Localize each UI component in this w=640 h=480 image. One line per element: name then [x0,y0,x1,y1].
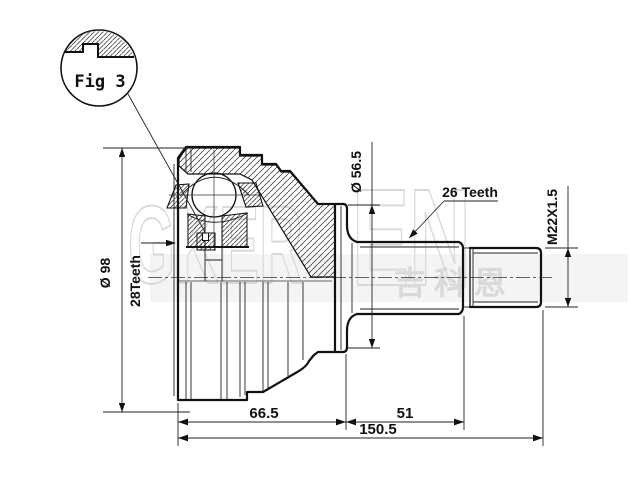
dim-label-housing-length: 66.5 [249,405,278,422]
watermark-text-chinese: 吉科恩 [394,265,514,301]
dim-label-shaft-length: 51 [397,405,414,422]
dim-label-flange-diameter: Ø 56.5 [348,151,364,193]
detail-profile [64,43,134,58]
dim-label-inner-spline: 28Teeth [127,255,143,307]
dim-label-housing-diameter: Ø 98 [97,258,113,289]
dim-label-thread: M22X1.5 [544,189,560,245]
dim-flange-diameter: Ø 56.5 [348,142,380,349]
dim-inner-spline: 28Teeth [127,239,176,307]
fig3-detail: Fig 3 [60,29,206,233]
inner-race-top [186,212,249,223]
watermark-band [150,254,628,302]
fig3-label: Fig 3 [74,72,125,92]
housing-outer-profile-top [176,145,345,284]
dim-housing-diameter: Ø 98 [97,147,190,413]
flange [333,202,359,354]
thread-outline [468,246,543,309]
housing-section [173,145,345,402]
dim-outer-spline: 26 Teeth [408,184,498,239]
watermark-text-latin-2: EN [352,161,471,315]
dim-thread: M22X1.5 [544,186,578,308]
dimensions: Ø 98 28Teeth Ø 56.5 26 Teeth [97,142,578,446]
flange-top-fillet [341,202,359,244]
dim-label-total-length: 150.5 [359,421,397,438]
inner-race-right [221,212,248,248]
fig3-leader-line [127,93,206,233]
housing-outer-profile-bottom [176,280,345,402]
shaft [355,240,543,316]
flange-bottom-fillet [341,312,359,354]
cage-section-right [237,182,264,208]
spline-shaft-outline [355,240,465,316]
cage-section-left [166,183,190,209]
dim-label-outer-spline: 26 Teeth [442,184,498,200]
dim-lengths: 66.5 51 150.5 [177,310,544,446]
ball-bearing-assembly [166,150,264,281]
snap-ring-detail [196,232,216,251]
